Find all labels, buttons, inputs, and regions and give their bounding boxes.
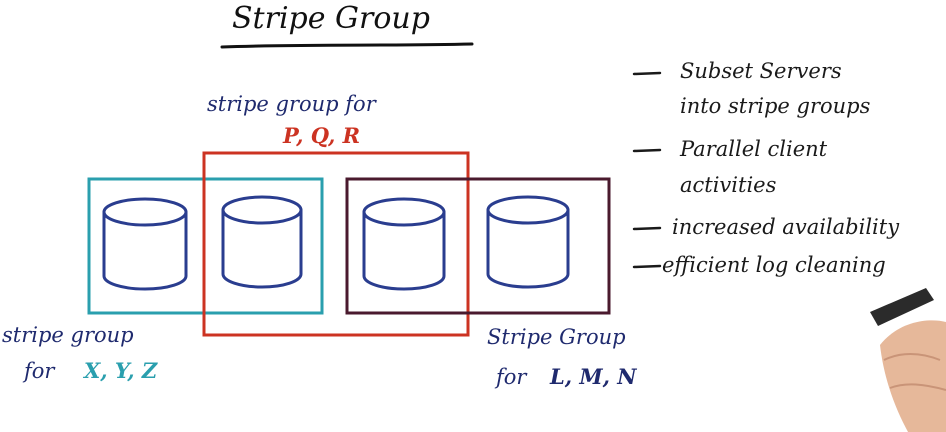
bullet-3: increased availability bbox=[672, 215, 900, 239]
bullet-dash bbox=[632, 226, 662, 231]
bullet-dash bbox=[632, 71, 662, 76]
bullet-1-line-1: Subset Servers bbox=[680, 59, 842, 83]
disk-icon bbox=[486, 195, 570, 289]
bullet-2-line-2: activities bbox=[680, 173, 777, 197]
hand-with-marker bbox=[870, 288, 946, 432]
group-pqr-box bbox=[202, 151, 470, 337]
bullet-2-line-1: Parallel client bbox=[679, 137, 828, 161]
page-title: Stripe Group bbox=[232, 1, 430, 36]
group-pqr-members: P, Q, R bbox=[282, 123, 360, 148]
group-xyz-label: stripe group bbox=[2, 323, 134, 347]
bullet-dash bbox=[632, 264, 662, 269]
disk-icon bbox=[362, 197, 446, 291]
group-lmn-label: Stripe Group bbox=[487, 325, 626, 349]
disk-icon bbox=[102, 197, 188, 291]
group-lmn-prefix: for bbox=[494, 365, 528, 389]
group-xyz-prefix: for bbox=[22, 359, 56, 383]
group-lmn-members: L, M, N bbox=[549, 364, 637, 389]
bullet-list: Subset Servers into stripe groups Parall… bbox=[632, 59, 900, 277]
title-underline bbox=[220, 42, 474, 49]
disk-icon bbox=[221, 195, 303, 289]
bullet-dash bbox=[632, 148, 662, 153]
bullet-4: efficient log cleaning bbox=[662, 253, 886, 277]
group-xyz-members: X, Y, Z bbox=[82, 358, 158, 383]
group-lmn-box bbox=[345, 177, 611, 315]
group-pqr-label: stripe group for bbox=[207, 92, 378, 116]
bullet-1-line-2: into stripe groups bbox=[680, 94, 871, 118]
